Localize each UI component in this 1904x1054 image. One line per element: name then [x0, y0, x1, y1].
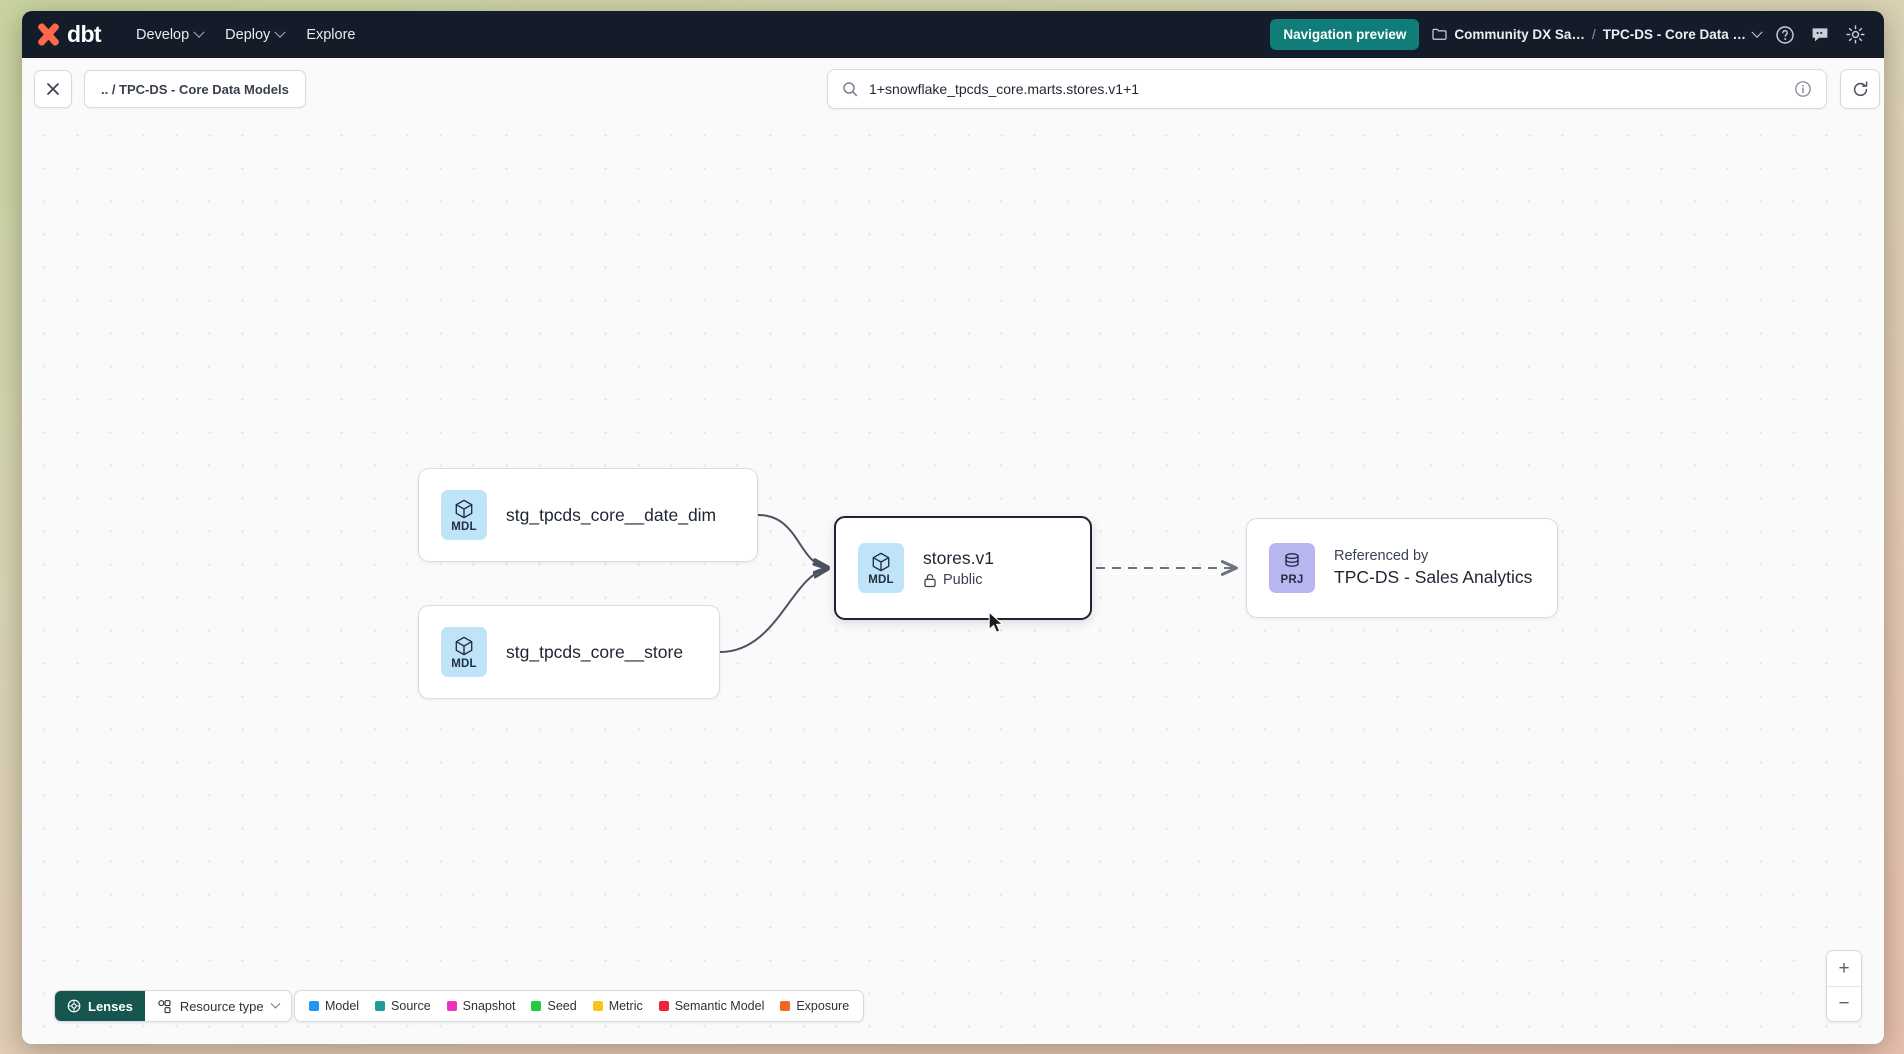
resource-type-legend: Model Source Snapshot Seed Metric Semant…: [294, 990, 865, 1022]
app-window: dbt Develop Deploy Explore Navigation pr…: [22, 11, 1884, 1044]
cube-icon: [455, 499, 473, 518]
edge-store-to-stores: [719, 569, 828, 653]
legend-label: Semantic Model: [674, 999, 765, 1013]
brand-text: dbt: [67, 21, 102, 47]
breadcrumb-back-button[interactable]: .. / TPC-DS - Core Data Models: [84, 70, 306, 108]
breadcrumb-separator: /: [1591, 27, 1596, 42]
legend-swatch: [531, 1001, 542, 1011]
lenses-control-group: Lenses Resource type: [54, 990, 292, 1022]
lenses-label: Lenses: [88, 998, 133, 1014]
resource-type-label: Resource type: [179, 998, 264, 1014]
graph-node-stg-store[interactable]: MDL stg_tpcds_core__store: [418, 605, 720, 699]
feedback-icon[interactable]: [1809, 24, 1831, 46]
legend-swatch: [309, 1001, 319, 1011]
resource-type-filter[interactable]: Resource type: [145, 991, 291, 1021]
dbt-mark-icon: [36, 21, 62, 48]
graph-node-access-label: Public: [943, 572, 983, 588]
search-icon: [843, 82, 858, 97]
model-badge-label: MDL: [868, 573, 894, 586]
graph-node-title: stg_tpcds_core__date_dim: [506, 504, 717, 525]
legend-swatch: [375, 1001, 386, 1011]
graph-node-text-stack: stores.v1 Public: [923, 548, 994, 588]
info-icon[interactable]: [1794, 80, 1812, 98]
graph-edges: [719, 514, 1884, 653]
legend-item-seed: Seed: [531, 999, 577, 1013]
close-icon: [47, 83, 59, 95]
project-badge-label: PRJ: [1280, 573, 1304, 586]
chevron-down-icon: [193, 26, 205, 38]
graph-node-title: TPC-DS - Sales Analytics: [1334, 567, 1533, 587]
top-navigation-right: Navigation preview Community DX Sa… / TP…: [1270, 19, 1866, 50]
lenses-icon: [67, 999, 81, 1013]
graph-node-title: stores.v1: [923, 548, 994, 568]
chevron-down-icon: [274, 26, 286, 38]
model-badge-label: MDL: [451, 520, 477, 533]
legend-label: Metric: [608, 999, 643, 1013]
legend-swatch: [446, 1001, 457, 1011]
graph-node-kicker: Referenced by: [1334, 548, 1429, 564]
zoom-out-button[interactable]: −: [1827, 986, 1861, 1021]
model-badge: MDL: [858, 543, 904, 593]
legend-item-semantic-model: Semantic Model: [658, 999, 765, 1013]
project-badge: PRJ: [1269, 543, 1315, 593]
breadcrumb-account[interactable]: Community DX Sa…: [1454, 27, 1585, 42]
folder-icon: [1432, 28, 1448, 40]
legend-label: Seed: [547, 999, 577, 1013]
legend-swatch: [658, 1001, 669, 1011]
graph-node-access: Public: [923, 572, 994, 588]
chevron-down-icon: [270, 998, 281, 1009]
nav-item-explore[interactable]: Explore: [295, 21, 366, 49]
graph-node-title: stg_tpcds_core__store: [506, 641, 684, 662]
close-button[interactable]: [34, 70, 72, 108]
graph-node-stg-date-dim[interactable]: MDL stg_tpcds_core__date_dim: [418, 468, 758, 562]
dbt-logo[interactable]: dbt: [36, 21, 102, 48]
search-input[interactable]: [869, 81, 1783, 97]
legend-item-snapshot: Snapshot: [446, 999, 516, 1013]
breadcrumb: Community DX Sa… / TPC-DS - Core Data …: [1432, 26, 1763, 42]
refresh-button[interactable]: [1840, 69, 1880, 109]
chevron-down-icon[interactable]: [1751, 26, 1763, 38]
legend-label: Snapshot: [462, 999, 516, 1013]
nav-item-explore-label: Explore: [306, 26, 356, 43]
zoom-controls: + −: [1826, 950, 1862, 1022]
lenses-button[interactable]: Lenses: [55, 991, 145, 1021]
lineage-graph-canvas[interactable]: MDL stg_tpcds_core__date_dim MDL stg_tpc…: [22, 113, 1884, 1044]
legend-label: Exposure: [796, 999, 850, 1013]
navigation-preview-button[interactable]: Navigation preview: [1270, 19, 1420, 50]
graph-node-stores-v1[interactable]: MDL stores.v1 Public: [834, 516, 1092, 620]
zoom-in-button[interactable]: +: [1838, 957, 1850, 979]
legend-item-source: Source: [375, 999, 431, 1013]
legend-item-model: Model: [309, 999, 359, 1013]
graph-node-referenced-by-project[interactable]: PRJ Referenced by TPC-DS - Sales Analyti…: [1246, 518, 1558, 618]
legend-swatch: [592, 1001, 603, 1011]
top-navigation-bar: dbt Develop Deploy Explore Navigation pr…: [22, 11, 1884, 58]
unlock-icon: [924, 573, 936, 587]
legend-label: Source: [391, 999, 431, 1013]
nav-item-develop-label: Develop: [135, 26, 190, 43]
model-badge-label: MDL: [451, 657, 477, 670]
gear-icon[interactable]: [1844, 24, 1866, 46]
legend-label: Model: [325, 999, 360, 1013]
edge-datedim-to-stores: [757, 514, 828, 567]
nav-item-develop[interactable]: Develop: [125, 21, 214, 49]
cube-icon: [455, 636, 473, 655]
model-badge: MDL: [441, 490, 487, 540]
nav-item-deploy-label: Deploy: [225, 26, 271, 43]
resource-type-icon: [158, 999, 171, 1013]
legend-item-metric: Metric: [592, 999, 643, 1013]
refresh-icon: [1853, 80, 1867, 96]
graph-node-text-stack: Referenced by TPC-DS - Sales Analytics: [1334, 548, 1532, 588]
nav-item-deploy[interactable]: Deploy: [214, 21, 295, 49]
stack-icon: [1285, 552, 1299, 567]
lineage-search-box[interactable]: [827, 69, 1827, 109]
legend-swatch: [780, 1001, 791, 1011]
graph-toolbar: .. / TPC-DS - Core Data Models: [22, 58, 1884, 113]
legend-item-exposure: Exposure: [780, 999, 849, 1013]
cube-icon: [872, 552, 890, 571]
breadcrumb-project[interactable]: TPC-DS - Core Data …: [1602, 27, 1746, 42]
model-badge: MDL: [441, 627, 487, 677]
help-icon[interactable]: [1774, 24, 1796, 46]
